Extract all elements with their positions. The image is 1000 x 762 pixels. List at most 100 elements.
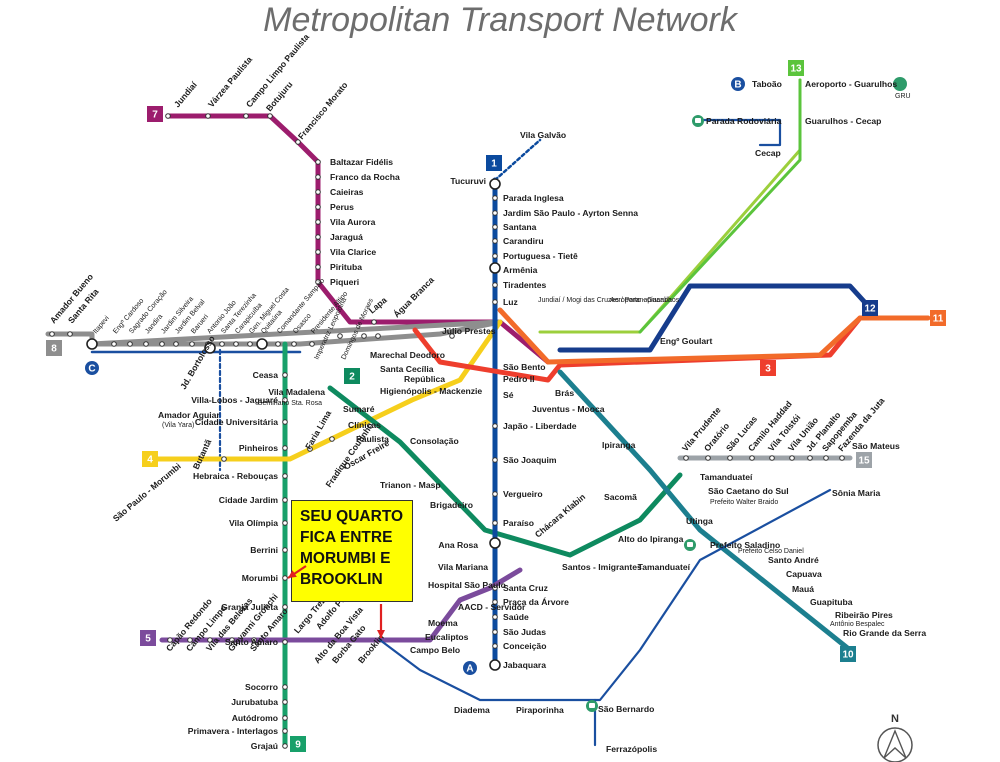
bus-path-north	[698, 118, 782, 147]
station-dot	[67, 331, 73, 337]
station-dot	[823, 455, 829, 461]
station-label: Sé	[503, 390, 514, 400]
station-dot	[315, 174, 321, 180]
station-label: Vila Mariana	[438, 562, 488, 572]
station-label: Marechal Deodoro	[370, 350, 445, 360]
line-badge-number: 15	[858, 456, 870, 467]
compass-rose: N	[877, 713, 913, 762]
station-label: Vila Olímpia	[229, 518, 278, 528]
station-label: Paraíso	[503, 518, 534, 528]
station-label: Cidade Universitária	[195, 417, 278, 427]
station-label: Luz	[503, 297, 518, 307]
station-label: Baltazar Fidélis	[330, 157, 393, 167]
station-dot	[492, 599, 498, 605]
station-label: Aeroporto - Guarulhos	[805, 79, 897, 89]
station-label: Piraporinha	[516, 705, 564, 715]
station-dot	[49, 331, 55, 337]
station-label: Ana Rosa	[438, 540, 478, 550]
station-label: Caieiras	[330, 187, 364, 197]
station-dot	[492, 520, 498, 526]
interchange-marker	[489, 659, 501, 671]
station-dot	[371, 319, 377, 325]
station-label: Praça da Árvore	[503, 597, 569, 607]
station-dot	[251, 637, 257, 643]
station-label: República	[404, 374, 445, 384]
station-label: São Judas	[503, 627, 546, 637]
station-label: Conceição	[503, 641, 546, 651]
station-label: Paulista	[356, 434, 389, 444]
station-label: Portuguesa - Tietê	[503, 251, 578, 261]
station-dot	[492, 585, 498, 591]
station-label: Piqueri	[330, 277, 359, 287]
station-label: São Joaquim	[503, 455, 557, 465]
station-dot	[159, 341, 165, 347]
station-dot	[282, 699, 288, 705]
station-label: Perus	[330, 202, 354, 212]
station-label: Eucaliptos	[425, 632, 469, 642]
station-label: Clínicas	[348, 420, 381, 430]
line-badge-number: 3	[765, 364, 771, 375]
line-badge-a	[463, 661, 477, 675]
station-dot	[219, 341, 225, 347]
station-dot	[291, 341, 297, 347]
station-label: Parada Rodoviária	[706, 116, 782, 126]
station-label: Ribeirão Pires	[835, 610, 893, 620]
station-label: Autódromo	[232, 713, 278, 723]
station-label: Parada Inglesa	[503, 193, 564, 203]
station-label: Alto do Ipiranga	[618, 534, 684, 544]
station-label: Ceasa	[253, 370, 279, 380]
line-badge-number: 12	[864, 304, 876, 315]
station-dot	[282, 728, 288, 734]
station-label: Taboão	[752, 79, 782, 89]
station-label: Santana	[503, 222, 537, 232]
line-badge-number: 5	[145, 634, 151, 645]
station-label: Prefeito Saladino	[710, 540, 780, 550]
station-label: Tiradentes	[503, 280, 547, 290]
line-12-path	[557, 283, 873, 353]
station-label: Santo André	[768, 555, 819, 565]
station-label: Sumaré	[343, 404, 375, 414]
station-label: Sônia Maria	[832, 488, 880, 498]
station-label: Aeroporto - Guarulhos	[610, 297, 680, 304]
line-badge-12	[862, 300, 878, 316]
station-dot	[295, 139, 301, 145]
line-badge-5	[140, 630, 156, 646]
station-dot	[282, 520, 288, 526]
station-label: Franco da Rocha	[330, 172, 400, 182]
line-badge-9	[290, 736, 306, 752]
line-badge-number: 4	[147, 455, 153, 466]
line-badge-8	[46, 340, 62, 356]
station-label: São Mateus	[852, 441, 900, 451]
interchange-marker	[489, 537, 501, 549]
note-callout: SEU QUARTO FICA ENTRE MORUMBI E BROOKLIN	[291, 500, 413, 602]
station-dot	[229, 637, 235, 643]
station-label: Guapituba	[810, 597, 853, 607]
station-label: Vila Clarice	[330, 247, 376, 257]
station-label: Tucuruvi	[450, 176, 486, 186]
interchange-marker	[256, 338, 268, 350]
station-dot	[143, 341, 149, 347]
station-dot	[449, 333, 455, 339]
station-dot	[492, 457, 498, 463]
station-label: Vila Galvão	[520, 130, 566, 140]
station-dot	[492, 299, 498, 305]
station-label: Saúde	[503, 612, 529, 622]
station-label: Hospital São Paulo	[428, 580, 506, 590]
station-dot	[282, 639, 288, 645]
line-badge-number: 13	[790, 64, 802, 75]
station-label: Santa Cecília	[380, 364, 434, 374]
station-label: Socorro	[245, 682, 278, 692]
station-label: Santa Cruz	[503, 583, 548, 593]
station-dot	[705, 455, 711, 461]
station-label: Santo Amaro	[225, 637, 278, 647]
line-badge-number: 2	[349, 372, 355, 383]
compass-letter: N	[891, 713, 899, 725]
station-dot	[315, 264, 321, 270]
station-label: Santos - Imigrantes	[562, 562, 642, 572]
station-label: Jabaquara	[503, 660, 546, 670]
station-label: Cidade Jardim	[219, 495, 279, 505]
station-label: Trianon - Masp	[380, 480, 441, 490]
line-4-path	[149, 319, 503, 462]
station-dot	[789, 455, 795, 461]
station-dot	[282, 419, 288, 425]
